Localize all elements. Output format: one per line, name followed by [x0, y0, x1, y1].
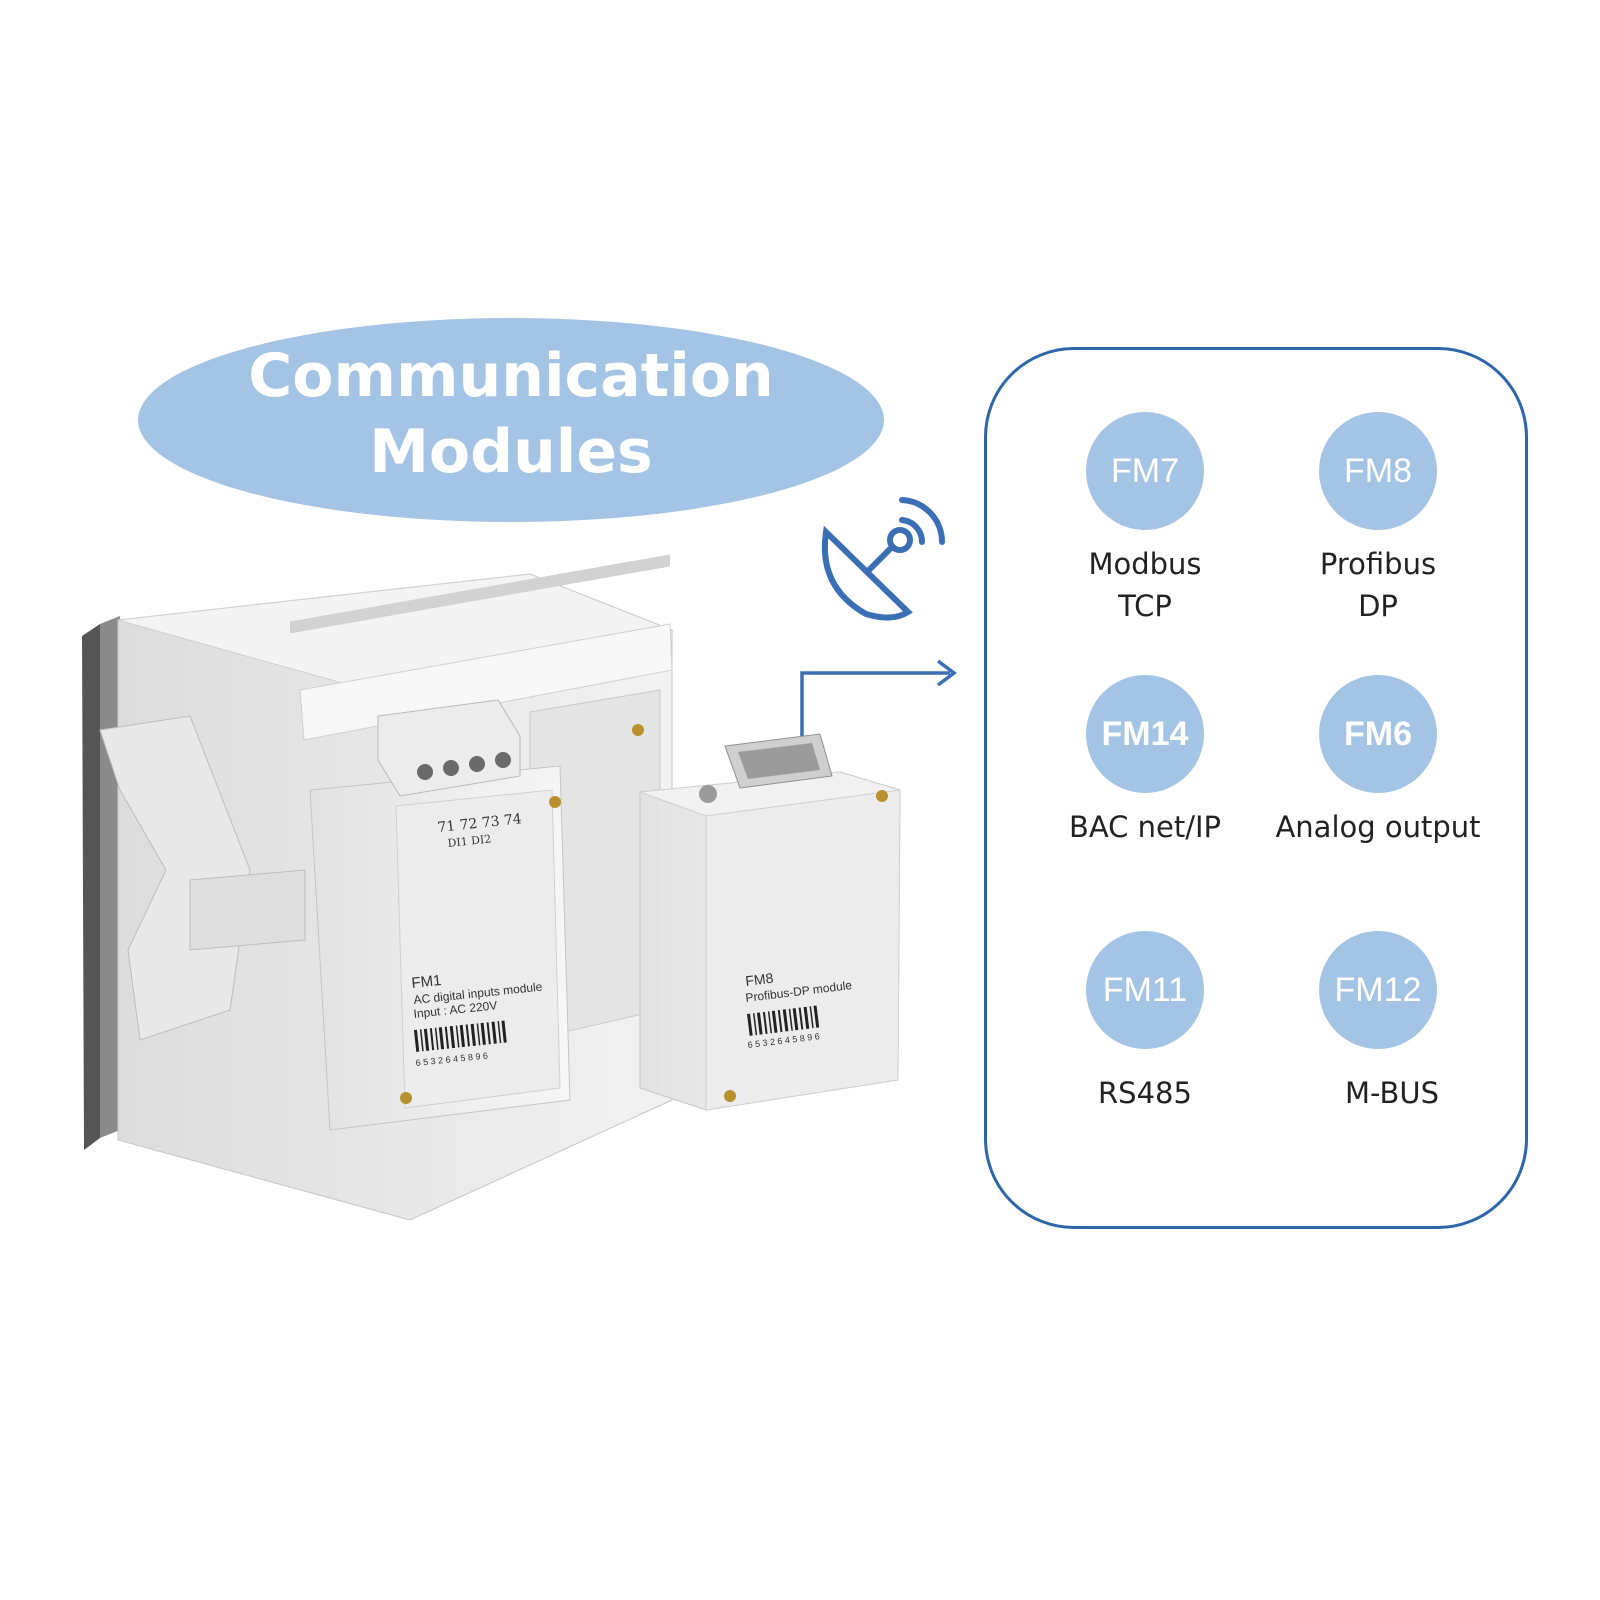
title-line-2: Modules	[369, 417, 653, 487]
fm8-barcode	[747, 1005, 820, 1036]
connector-arrow-icon	[800, 659, 957, 750]
module-badge-fm8: FM8	[1319, 412, 1437, 530]
terminal-slots	[290, 554, 670, 634]
power-meter-device: 71 72 73 74 DI1 DI2 FM1 AC digital input…	[82, 554, 901, 1221]
module-label-fm6: Analog output	[1275, 810, 1481, 844]
front-bezel	[82, 624, 100, 1150]
module-badge-fm7: FM7	[1086, 412, 1204, 530]
module-label-fm7: Modbus TCP	[1088, 547, 1202, 623]
fm1-name: FM1	[411, 972, 443, 992]
module-badge-fm12: FM12	[1319, 931, 1437, 1049]
mounting-clip	[99, 715, 306, 1041]
module-panel: FM7 Modbus TCP FM8 Profibus DP FM14 BAC …	[984, 347, 1528, 1229]
fm1-terminal-groups: DI1 DI2	[447, 832, 492, 850]
fm8-name: FM8	[744, 970, 774, 989]
module-label-fm8: Profibus DP	[1319, 547, 1437, 623]
title-line-1: Communication	[248, 341, 774, 411]
title-ellipse	[138, 318, 884, 522]
module-label-fm14: BAC net/IP	[1068, 810, 1222, 844]
module-label-fm12: M-BUS	[1345, 1076, 1439, 1110]
satellite-dish-icon	[821, 497, 946, 621]
fm8-module: FM8 Profibus-DP module 6 5 3 2 6 4 5 8 9…	[639, 733, 901, 1111]
fm1-barcode	[413, 1020, 507, 1052]
fm1-module: 71 72 73 74 DI1 DI2 FM1 AC digital input…	[309, 699, 571, 1131]
module-badge-fm14: FM14	[1086, 675, 1204, 793]
module-label-fm11: RS485	[1098, 1076, 1192, 1110]
module-badge-fm6: FM6	[1319, 675, 1437, 793]
module-badge-fm11: FM11	[1086, 931, 1204, 1049]
page-title: Communication Modules	[138, 338, 884, 490]
